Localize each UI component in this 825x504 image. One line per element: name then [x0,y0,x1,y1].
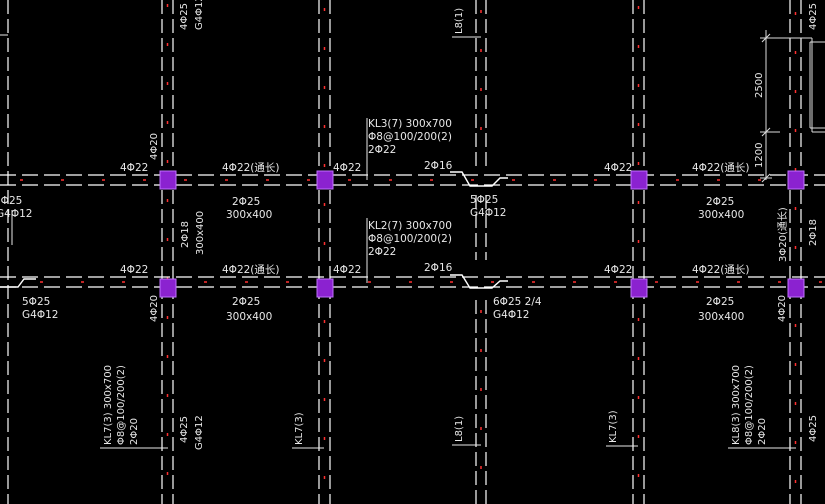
col1-lower: 4Φ20 [149,295,160,322]
upper-span-right-top: 4Φ22(通长) [692,162,750,174]
upper-span-left-top: 4Φ22(通长) [222,162,280,174]
lower-span-right-top: 4Φ22(通长) [692,264,750,276]
upper-span-left-bottom: 2Φ25 [232,196,260,208]
upper-span-left-size: 300x400 [226,209,272,221]
column [787,278,805,298]
lower-mid-bottom: 6Φ25 2/4 [493,296,542,308]
kl3-stirrup: Φ8@100/200(2) [368,131,452,143]
vertical-rebar-marks [166,4,797,504]
col1-bottom-bar: 4Φ25 [179,416,190,443]
lower-span-left-bottom: 2Φ25 [232,296,260,308]
dimension-1200: 1200 [754,143,765,168]
column [630,278,648,298]
upper-support-right: 4Φ22 [604,162,632,174]
kl2-top-bar: 2Φ22 [368,246,396,258]
upper-edge-torsion: G4Φ12 [0,208,32,220]
kl7-left-stirrup: Φ8@100/200(2) [116,365,127,445]
upper-hook-bar: 2Φ16 [424,160,453,172]
column [316,170,334,190]
dimension-lines [760,30,825,183]
right-long: 3Φ20(通长) [777,207,789,262]
col1-between-size: 300x400 [195,211,206,255]
column [159,170,177,190]
upper-support-left: 4Φ22 [120,162,148,174]
leader-lines [0,34,796,449]
upper-mid-torsion: G4Φ12 [470,207,506,219]
lower-edge-torsion: G4Φ12 [22,309,58,321]
col1-upper: 4Φ20 [149,133,160,160]
kl2-stirrup: Φ8@100/200(2) [368,233,452,245]
lower-edge-bottom: 5Φ25 [22,296,50,308]
l8-top-name: L8(1) [454,8,465,34]
upper-support-mid: 4Φ22 [333,162,361,174]
col1-top-bar: 4Φ25 [179,3,190,30]
vertical-beam-lines [7,0,802,504]
lower-span-right-size: 300x400 [698,311,744,323]
kl7-left-name: KL7(3) 300x700 [103,365,114,445]
column [787,170,805,190]
right-top: 4Φ25 [808,3,819,30]
lower-span-right-bottom: 2Φ25 [706,296,734,308]
dimension-2500: 2500 [754,73,765,98]
lower-support-left: 4Φ22 [120,264,148,276]
lower-span-left-top: 4Φ22(通长) [222,264,280,276]
kl7-right-name: KL7(3) [608,410,619,443]
kl8-name: KL8(3) 300x700 [731,365,742,445]
right-lower: 4Φ20 [777,295,788,322]
horizontal-beam-lines [0,174,825,288]
l8-bottom-name: L8(1) [454,416,465,442]
kl7-left-top-bar: 2Φ20 [129,418,140,445]
right-between-bar: 2Φ18 [808,219,819,246]
lower-support-right: 4Φ22 [604,264,632,276]
col1-between-bar: 2Φ18 [180,221,191,248]
hook-symbols [0,171,508,289]
upper-mid-bottom: 5Φ25 [470,194,498,206]
kl2-name: KL2(7) 300x700 [368,220,452,232]
columns [159,170,805,298]
lower-span-left-size: 300x400 [226,311,272,323]
kl7-mid-name: KL7(3) [294,412,305,445]
column [159,278,177,298]
column [316,278,334,298]
kl3-top-bar: 2Φ22 [368,144,396,156]
kl8-top-bar: 2Φ20 [757,418,768,445]
upper-edge-bottom: 5Φ25 [0,195,22,207]
right-bottom: 4Φ25 [808,415,819,442]
upper-span-right-size: 300x400 [698,209,744,221]
column [630,170,648,190]
col1-bottom-torsion: G4Φ12 [194,415,205,450]
lower-mid-torsion: G4Φ12 [493,309,529,321]
lower-support-mid: 4Φ22 [333,264,361,276]
upper-span-right-bottom: 2Φ25 [706,196,734,208]
lower-hook-bar: 2Φ16 [424,262,453,274]
kl8-stirrup: Φ8@100/200(2) [744,365,755,445]
kl3-name: KL3(7) 300x700 [368,118,452,130]
col1-top-torsion: G4Φ12 [194,0,205,30]
